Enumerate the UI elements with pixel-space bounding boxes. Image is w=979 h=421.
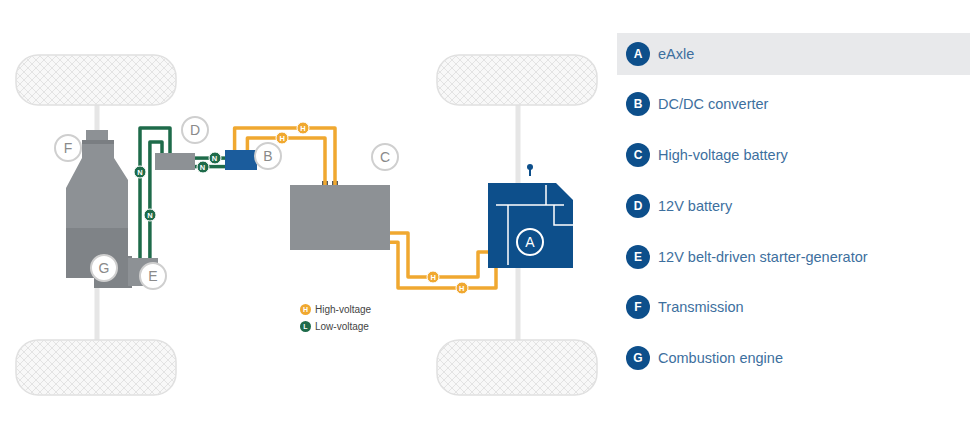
wire-tag: N bbox=[134, 166, 147, 179]
callout-letter: A bbox=[516, 228, 544, 256]
callout-letter: D bbox=[181, 116, 209, 144]
callout-letter: B bbox=[254, 142, 282, 170]
wire-tag: H bbox=[455, 282, 468, 295]
eaxle-antenna bbox=[527, 164, 533, 176]
letter-key: E bbox=[626, 245, 650, 269]
component-box: B bbox=[225, 150, 257, 170]
wire-tag: N bbox=[143, 209, 156, 222]
wire-tag: N bbox=[196, 160, 209, 173]
legend-row: Combustion engine G bbox=[617, 337, 970, 379]
wire-tag: N bbox=[208, 152, 221, 165]
legend-row: High-voltage battery C bbox=[617, 134, 970, 176]
letter-key: D bbox=[626, 194, 650, 218]
part-name: eAxle bbox=[658, 46, 694, 62]
legend-row: 12V battery D bbox=[617, 185, 970, 227]
part-name: Transmission bbox=[658, 299, 744, 315]
callout-letter: E bbox=[139, 262, 167, 290]
letter-key: G bbox=[626, 346, 650, 370]
wire bbox=[390, 233, 488, 277]
legend-letter: L bbox=[300, 321, 311, 332]
letter-badge: A bbox=[626, 42, 650, 66]
letter-badge: E bbox=[626, 245, 650, 269]
letter-badge: F bbox=[626, 295, 650, 319]
legend-text: Low-voltage bbox=[315, 320, 369, 333]
letter-key: B bbox=[626, 92, 650, 116]
component-box: C bbox=[290, 185, 390, 250]
legend-row: DC/DC converter B bbox=[617, 83, 970, 125]
engine-transmission: FG bbox=[62, 128, 134, 290]
eaxle-unit: A bbox=[488, 175, 573, 268]
part-name: 12V belt-driven starter-generator bbox=[658, 249, 868, 265]
part-name: DC/DC converter bbox=[658, 96, 768, 112]
wire bbox=[247, 138, 325, 185]
legend-entry: H High-voltage bbox=[300, 303, 410, 317]
letter-key: C bbox=[626, 143, 650, 167]
legend-entry: L Low-voltage bbox=[300, 320, 410, 334]
letter-key: A bbox=[626, 42, 650, 66]
wire-tag: H bbox=[276, 132, 289, 145]
part-name: Combustion engine bbox=[658, 350, 783, 366]
wire-tag: H bbox=[427, 271, 440, 284]
wire bbox=[140, 128, 170, 258]
legend-row: 12V belt-driven starter-generator E bbox=[617, 236, 970, 278]
wheels bbox=[16, 55, 597, 395]
letter-badge: C bbox=[626, 143, 650, 167]
legend-row: eAxle A bbox=[617, 33, 970, 75]
callout-letter: C bbox=[371, 143, 399, 171]
letter-badge: B bbox=[626, 92, 650, 116]
callout-letter: G bbox=[90, 254, 118, 282]
part-name: High-voltage battery bbox=[658, 147, 788, 163]
wire-tag: H bbox=[296, 122, 309, 135]
component-box: D bbox=[155, 153, 195, 170]
legend-letter: H bbox=[300, 304, 311, 315]
wire bbox=[390, 242, 496, 288]
legend-row: Transmission F bbox=[617, 286, 970, 328]
legend-text: High-voltage bbox=[315, 303, 371, 316]
letter-badge: G bbox=[626, 346, 650, 370]
part-name: 12V battery bbox=[658, 198, 732, 214]
letter-badge: D bbox=[626, 194, 650, 218]
callout-letter: F bbox=[54, 134, 82, 162]
letter-key: F bbox=[626, 295, 650, 319]
component-box: E bbox=[128, 258, 158, 286]
